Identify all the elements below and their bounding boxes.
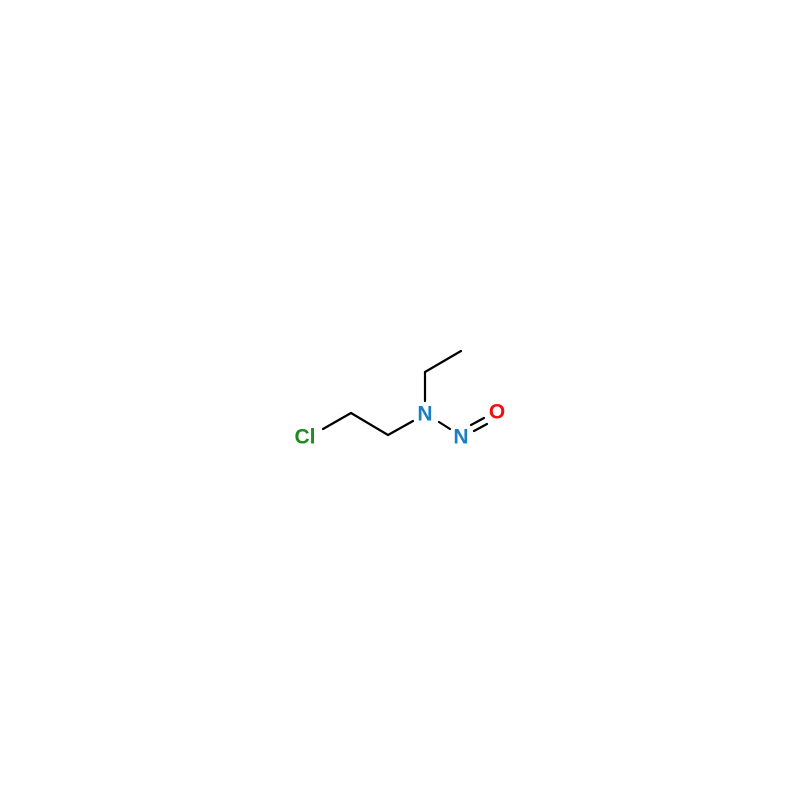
atom-nitrogen-amine: N	[417, 403, 432, 426]
atom-nitrogen-nitroso: N	[453, 426, 468, 449]
bond-c-c	[349, 411, 390, 437]
bond-cl-c	[321, 411, 353, 431]
bond-n-o-1	[469, 416, 486, 427]
bond-n-o-2	[472, 422, 489, 433]
bond-c-n	[386, 419, 415, 437]
atom-chlorine: Cl	[295, 426, 316, 449]
bond-ch2-ch3	[423, 349, 463, 374]
bond-n-n	[437, 420, 452, 431]
atom-oxygen: O	[489, 401, 505, 424]
